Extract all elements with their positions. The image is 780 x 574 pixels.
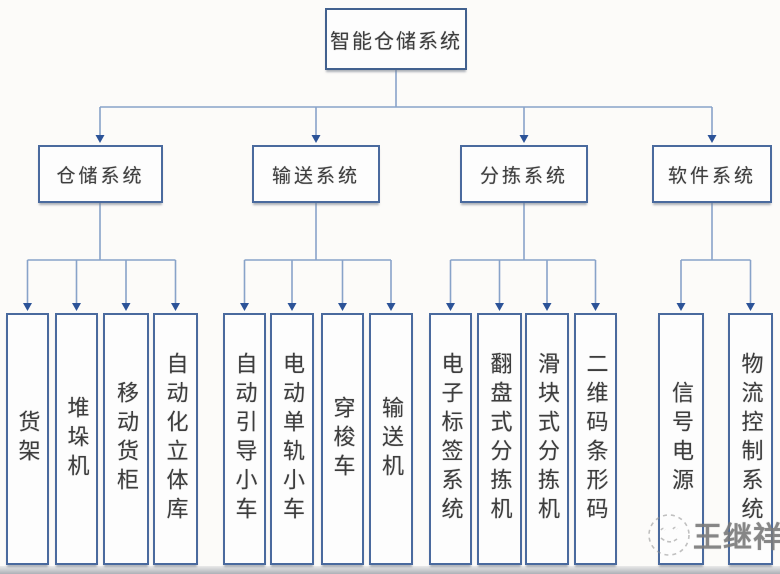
root-node-label: 智能仓储系统 — [330, 30, 462, 53]
watermark-author: 王继祥 — [693, 522, 780, 554]
leaf-node-label: 自动引导小车 — [232, 352, 258, 526]
leaf-node-shelf: 货架 — [6, 313, 49, 565]
branch-node-software: 软件系统 — [652, 145, 772, 203]
root-node-smart-warehouse: 智能仓储系统 — [325, 8, 467, 70]
leaf-node-label: 电子标签系统 — [438, 352, 464, 526]
leaf-node-agv: 自动引导小车 — [223, 313, 266, 565]
leaf-node-slide-shoe-sorter: 滑块式分拣机 — [525, 313, 569, 565]
bottom-shadow-strip — [0, 566, 780, 574]
branch-node-conveying: 输送系统 — [252, 145, 380, 203]
leaf-node-label: 滑块式分拣机 — [535, 352, 560, 526]
branch-node-label: 输送系统 — [271, 165, 360, 187]
leaf-node-label: 货架 — [15, 410, 41, 468]
leaf-node-label: 电动单轨小车 — [280, 352, 305, 526]
leaf-node-tilt-tray-sorter: 翻盘式分拣机 — [477, 313, 522, 565]
leaf-node-label: 物流控制系统 — [738, 352, 764, 526]
leaf-node-label: 自动化立体库 — [163, 352, 189, 526]
leaf-node-mobile-rack: 移动货柜 — [103, 313, 149, 565]
leaf-node-stacker-crane: 堆垛机 — [55, 313, 98, 565]
branch-node-storage: 仓储系统 — [38, 145, 163, 203]
leaf-node-label: 穿梭车 — [330, 395, 356, 483]
leaf-node-monorail-cart: 电动单轨小车 — [270, 313, 314, 565]
leaf-node-label: 输送机 — [379, 395, 404, 483]
leaf-node-label: 堆垛机 — [64, 395, 90, 483]
leaf-node-label: 翻盘式分拣机 — [487, 352, 513, 526]
branch-node-sorting: 分拣系统 — [460, 145, 588, 203]
leaf-node-label: 二维码条形码 — [583, 352, 609, 526]
leaf-node-label: 信号电源 — [669, 381, 694, 497]
branch-node-label: 软件系统 — [667, 165, 756, 187]
smiley-seal-icon — [648, 514, 690, 556]
leaf-node-electronic-label: 电子标签系统 — [429, 313, 472, 565]
branch-node-label: 分拣系统 — [479, 165, 568, 187]
leaf-node-shuttle-car: 穿梭车 — [321, 313, 364, 565]
leaf-node-conveyor: 输送机 — [369, 313, 413, 565]
leaf-node-label: 移动货柜 — [114, 381, 139, 497]
leaf-node-signal-power: 信号电源 — [658, 313, 704, 565]
leaf-node-qr-barcode: 二维码条形码 — [574, 313, 617, 565]
leaf-node-logistics-control: 物流控制系统 — [728, 313, 773, 565]
leaf-node-automated-storage: 自动化立体库 — [153, 313, 198, 565]
arrowhead-icons — [23, 135, 755, 311]
branch-node-label: 仓储系统 — [56, 165, 145, 187]
